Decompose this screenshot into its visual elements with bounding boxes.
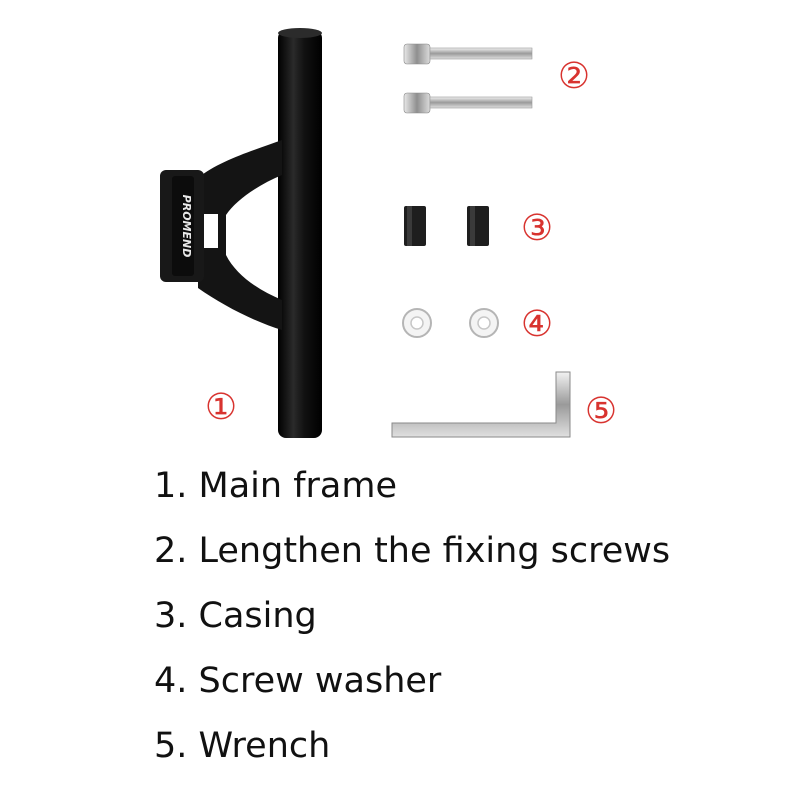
parts-list-item: 1. Main frame bbox=[154, 466, 397, 506]
casings bbox=[404, 206, 489, 246]
hex-wrench bbox=[391, 371, 571, 438]
parts-list: 1. Main frame 2. Lengthen the fixing scr… bbox=[154, 458, 774, 783]
screw bbox=[403, 92, 533, 114]
fixing-screws bbox=[403, 43, 533, 114]
parts-list-item: 4. Screw washer bbox=[154, 661, 442, 701]
brand-logo: PROMEND bbox=[180, 195, 193, 258]
screw-washers bbox=[402, 308, 499, 338]
main-frame: PROMEND bbox=[160, 28, 322, 438]
badge-3: ③ bbox=[521, 208, 553, 249]
parts-list-item: 3. Casing bbox=[154, 596, 317, 636]
badge-2: ② bbox=[558, 56, 590, 97]
badge-5: ⑤ bbox=[585, 391, 617, 432]
number-badges: ① ② ③ ④ ⑤ bbox=[205, 56, 617, 432]
parts-list-item: 2. Lengthen the fixing screws bbox=[154, 531, 671, 571]
screw bbox=[403, 43, 533, 65]
badge-1: ① bbox=[205, 387, 237, 428]
parts-list-item: 5. Wrench bbox=[154, 726, 331, 766]
badge-4: ④ bbox=[521, 304, 553, 345]
parts-diagram: PROMEND bbox=[160, 28, 617, 438]
product-illustration: PROMEND bbox=[160, 28, 617, 438]
